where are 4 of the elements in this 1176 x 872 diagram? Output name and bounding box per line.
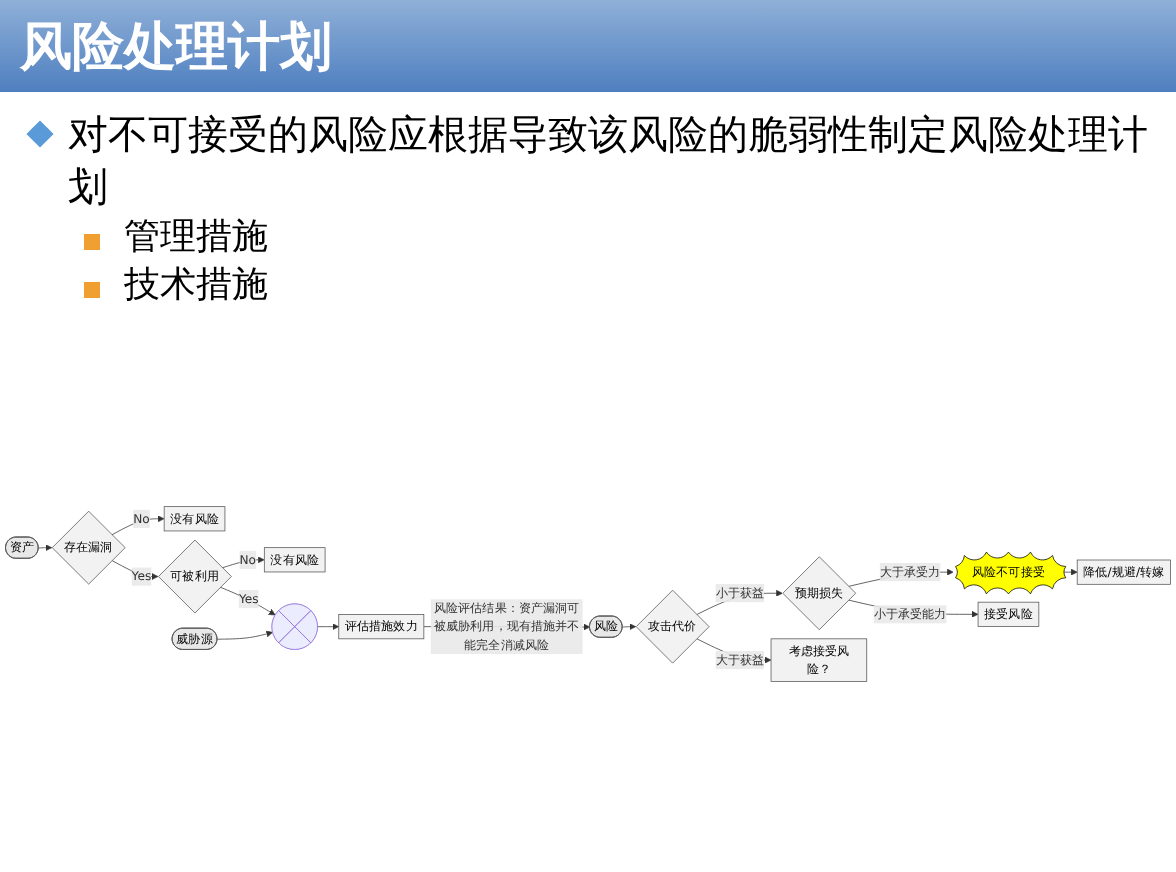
bullet-text: 对不可接受的风险应根据导致该风险的脆弱性制定风险处理计划 (68, 108, 1148, 212)
bullet-text: 管理措施 (124, 214, 268, 260)
bullet-text: 技术措施 (124, 262, 268, 308)
slide-title: 风险处理计划 (20, 16, 332, 82)
